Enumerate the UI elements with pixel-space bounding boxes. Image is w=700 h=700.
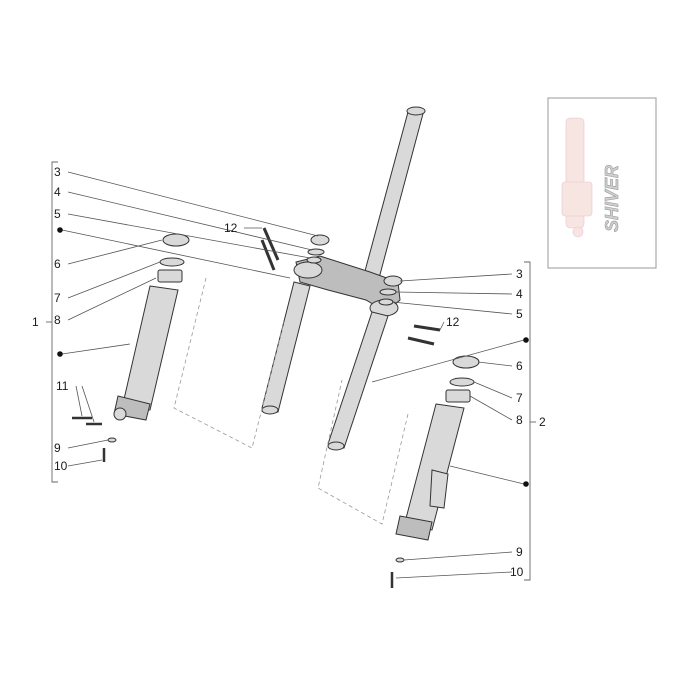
left-small-parts	[72, 416, 117, 462]
callout-right-8: 8	[516, 413, 523, 427]
callout-left-1: 1	[32, 315, 39, 329]
upper-bearing-stack-left	[306, 234, 330, 264]
callout-left-5: 5	[54, 207, 61, 221]
callout-right-9: 9	[516, 545, 523, 559]
callout-right-4: 4	[516, 287, 523, 301]
leader-lines	[61, 171, 525, 579]
upper-bearing-stack-right	[378, 275, 403, 306]
steering-column	[261, 106, 426, 451]
callout-left-12: 12	[224, 221, 238, 235]
crown-bolts-left	[260, 227, 280, 271]
right-bracket	[524, 261, 536, 581]
callout-right-3: 3	[516, 267, 523, 281]
callout-left-11: 11	[56, 379, 69, 393]
reference-inset: SHIVER	[547, 97, 657, 269]
callout-left-9: 9	[54, 441, 61, 455]
alignment-guides	[173, 277, 409, 525]
callout-right-5: 5	[516, 307, 523, 321]
callout-right-12: 12	[446, 315, 460, 329]
inset-logo: SHIVER	[602, 165, 622, 232]
callout-right-2: 2	[539, 415, 546, 429]
left-fork-leg	[113, 233, 190, 421]
left-bracket	[46, 161, 58, 483]
right-small-parts	[390, 557, 405, 588]
callout-left-6: 6	[54, 257, 61, 271]
callout-left-3: 3	[54, 165, 61, 179]
callout-right-7: 7	[516, 391, 523, 405]
crown-bolts-right	[407, 324, 441, 346]
right-fork-leg	[395, 355, 480, 541]
callout-left-8: 8	[54, 313, 61, 327]
callout-right-10: 10	[510, 565, 524, 579]
reference-dots	[57, 227, 529, 487]
callout-right-6: 6	[516, 359, 523, 373]
callout-left-4: 4	[54, 185, 61, 199]
callout-left-7: 7	[54, 291, 61, 305]
callout-left-10: 10	[54, 459, 68, 473]
